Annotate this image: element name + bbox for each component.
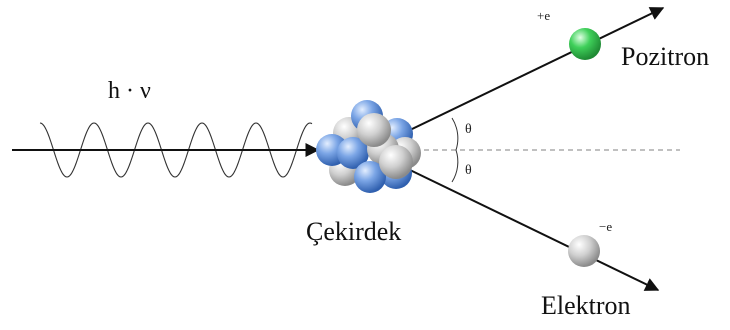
neutron bbox=[357, 113, 391, 147]
nucleus-label: Çekirdek bbox=[306, 217, 401, 246]
proton bbox=[337, 137, 369, 169]
electron-particle bbox=[568, 235, 600, 267]
positron-label: Pozitron bbox=[621, 42, 709, 71]
electron-trajectory bbox=[409, 169, 660, 291]
neutron bbox=[379, 145, 413, 179]
photon-energy-label: h · ν bbox=[108, 78, 151, 104]
angle-lower-label: θ bbox=[465, 163, 472, 178]
photon-wave bbox=[39, 122, 313, 178]
angle-arc-upper bbox=[451, 117, 459, 151]
angle-arc-lower bbox=[451, 149, 459, 183]
positron-trajectory bbox=[409, 7, 665, 131]
nucleus bbox=[316, 100, 421, 193]
proton bbox=[354, 161, 386, 193]
electron-charge-label: −e bbox=[599, 219, 612, 234]
positron-particle bbox=[569, 28, 601, 60]
electron-label: Elektron bbox=[541, 291, 631, 320]
angle-upper-label: θ bbox=[465, 122, 472, 137]
positron-charge-label: +e bbox=[537, 8, 550, 23]
